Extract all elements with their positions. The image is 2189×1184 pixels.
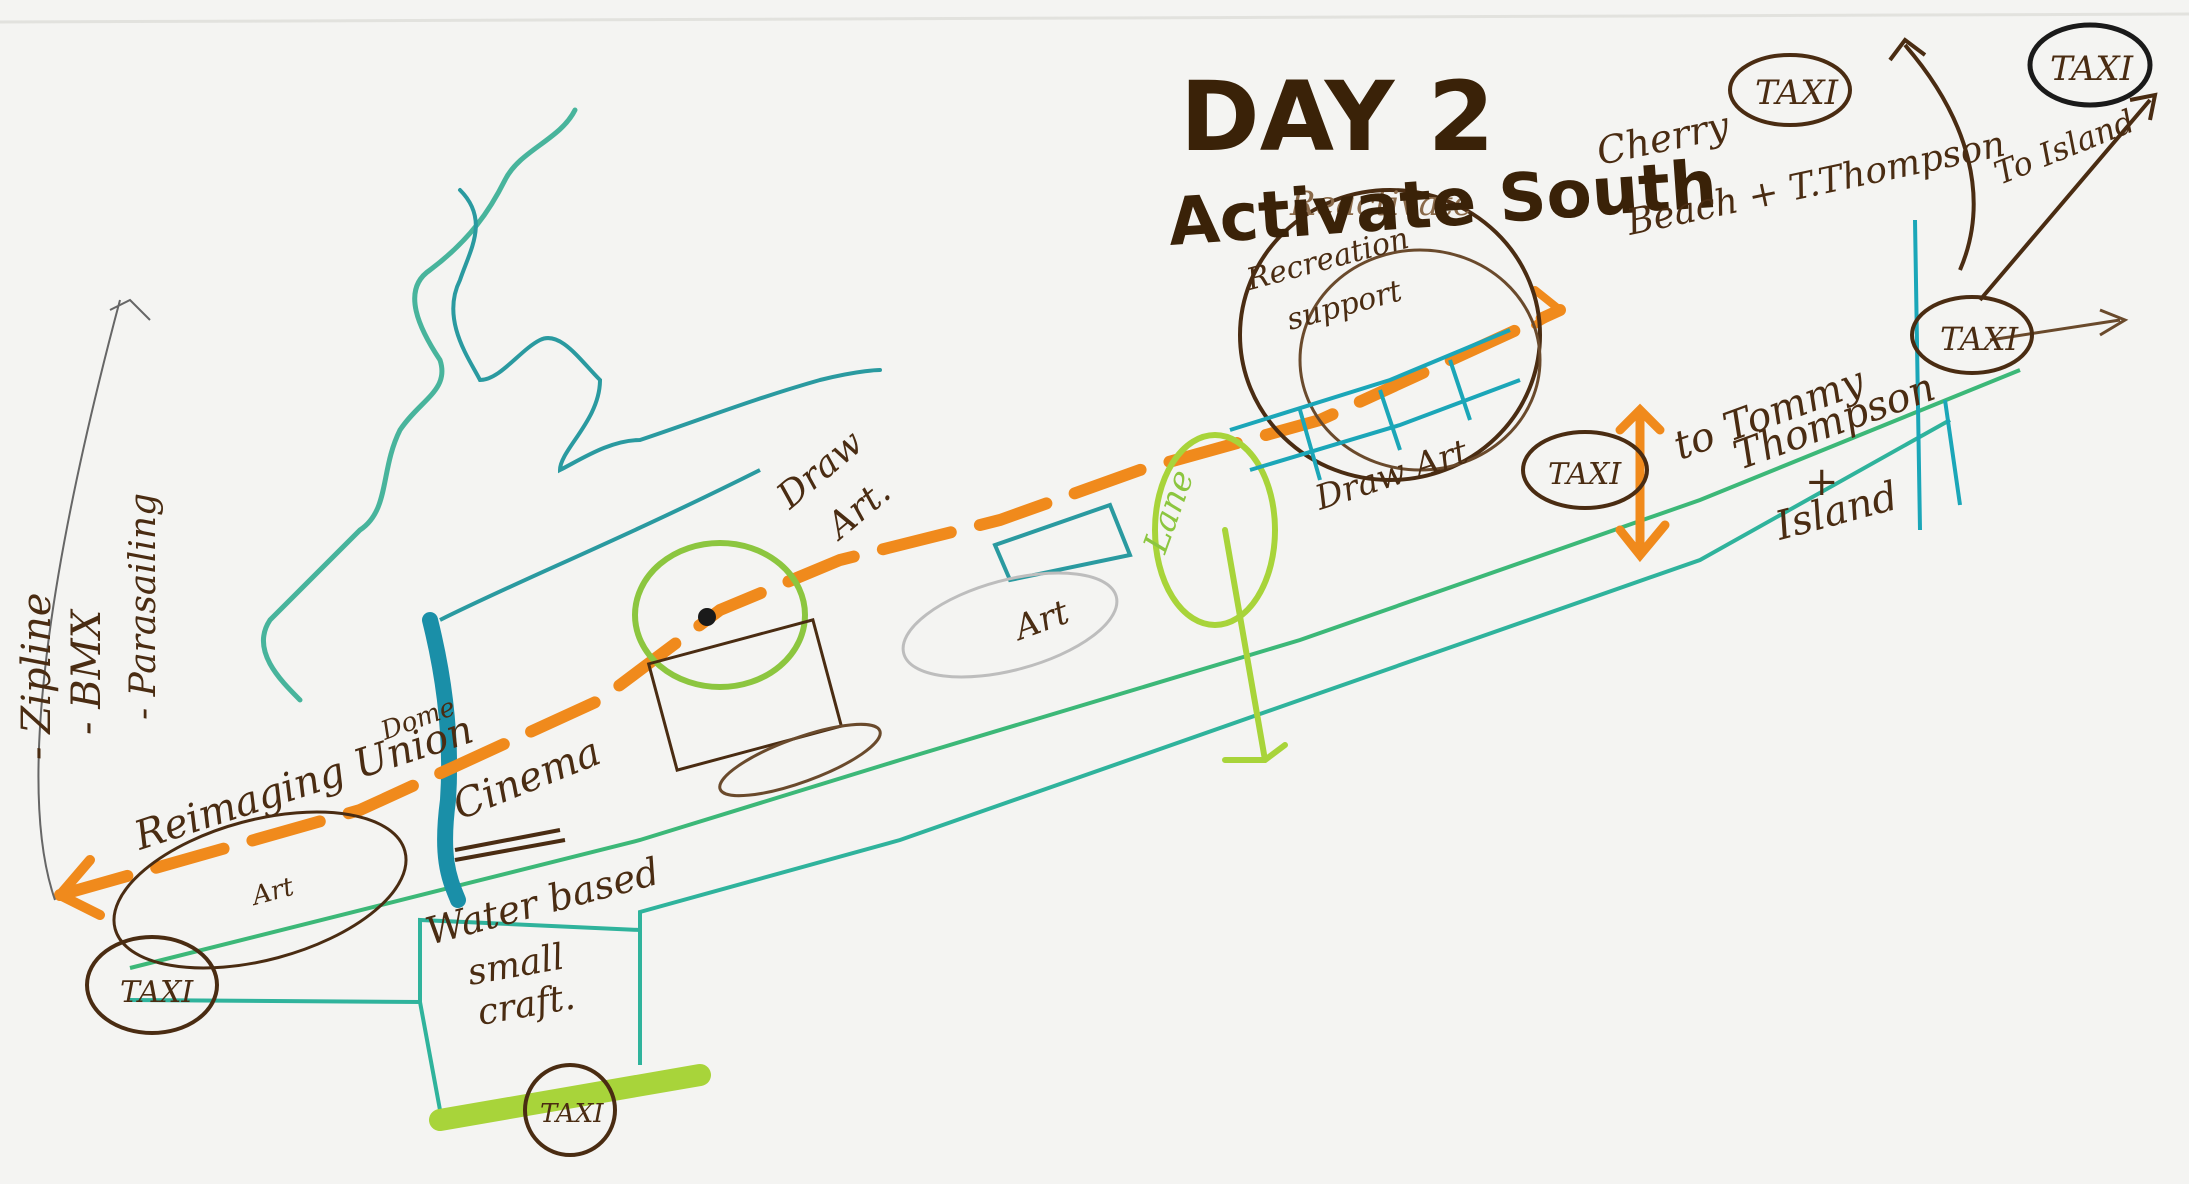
connector-arrow-left: [37, 298, 151, 901]
taxi-stop-top[interactable]: TAXI: [1728, 53, 1852, 127]
taxi-label: TAXI: [1548, 457, 1622, 492]
taxi-arrow-top: [1888, 37, 1976, 271]
lime-circle: [1152, 432, 1278, 628]
orange-vertical-arrow: [1615, 403, 1670, 563]
taxi-stop-middle[interactable]: TAXI: [1521, 430, 1649, 510]
lane-oval: [718, 722, 882, 798]
taxi-label: TAXI: [120, 975, 194, 1010]
taxi-stop-right[interactable]: TAXI: [1910, 295, 2034, 375]
taxi-stop-bottom[interactable]: TAXI: [523, 1063, 617, 1157]
lime-circle-art: [632, 540, 808, 690]
taxi-label: TAXI: [540, 1099, 604, 1129]
left-list-item-1: - Zipline: [14, 593, 60, 760]
orange-route: [54, 304, 1566, 901]
taxi-stop-left[interactable]: TAXI: [85, 935, 219, 1035]
corridor-upper-edge: [129, 368, 2021, 970]
taxi-arrow-right: [1989, 308, 2129, 342]
green-slab: [429, 1064, 711, 1131]
art-oval: [901, 571, 1119, 679]
canal-thick-stroke: [422, 612, 466, 908]
taxi-label: TAXI: [2050, 49, 2134, 89]
lane-boxes: [992, 502, 1133, 583]
recreation-circle-2: [1298, 248, 1542, 472]
river-line: [261, 107, 578, 703]
orange-route-arrow-left: [55, 855, 105, 920]
taxi-label: TAXI: [1940, 320, 2019, 358]
overwritten-word: Reactivate: [1289, 184, 1473, 224]
corridor-lower-edge: [129, 418, 1951, 1005]
corridor-lower-edge-2: [418, 930, 642, 1111]
corridor-right-end: [1913, 219, 1962, 531]
left-list-item-3: - Parasailing: [123, 493, 164, 720]
to-tommy-plus: +: [1805, 459, 1839, 505]
recreation-circle: [1238, 188, 1542, 482]
taxi-label: TAXI: [1755, 73, 1839, 113]
reimagine-oval: [112, 810, 408, 970]
cinema-double-line: [454, 828, 566, 862]
left-list-item-2: - BMX: [64, 608, 110, 735]
art-square: [646, 618, 844, 772]
lime-arrow: [1222, 527, 1288, 763]
paper-edge: [0, 12, 2189, 24]
taxi-arrow-top-right: [1978, 92, 2158, 302]
recreation-boxes: [1229, 328, 1521, 481]
river-branch: [451, 188, 882, 474]
taxi-stop-top-right[interactable]: TAXI: [2027, 22, 2153, 108]
point-marker: [698, 608, 716, 626]
waterfront-line-upper: [439, 468, 761, 622]
day-title: DAY 2: [1180, 61, 1495, 173]
